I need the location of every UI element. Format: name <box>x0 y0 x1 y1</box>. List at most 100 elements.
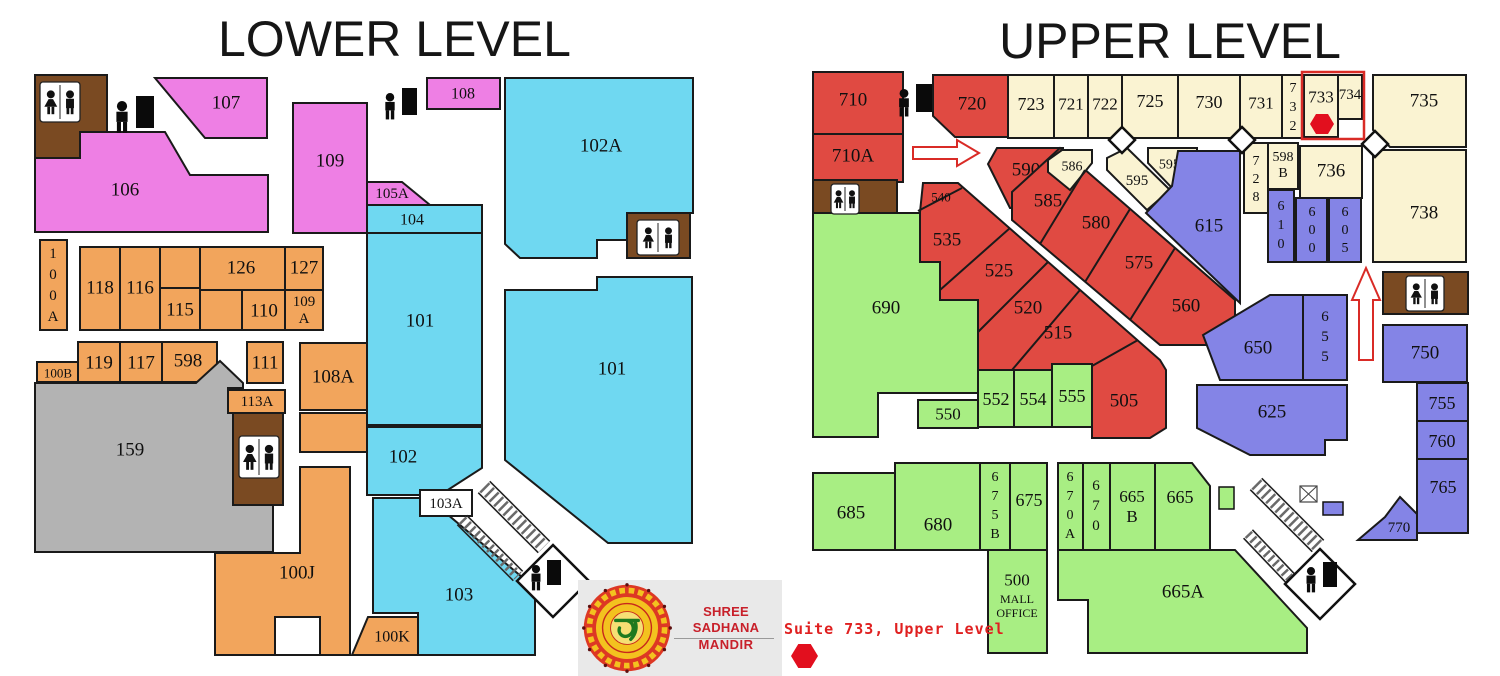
person-head <box>385 93 395 102</box>
elevator-icon <box>1299 485 1318 503</box>
figure-dress <box>642 234 654 242</box>
suite-109 <box>292 102 368 234</box>
escalator-rail <box>456 524 514 582</box>
figure-leg <box>1413 297 1416 305</box>
suite-label-555: 555 <box>1059 386 1086 406</box>
lower-level-title: LOWER LEVEL <box>218 11 571 67</box>
figure-dress <box>243 453 257 463</box>
suite-733-marker-icon <box>1310 114 1334 134</box>
suite-label-107: 107 <box>212 93 241 114</box>
corridor-diamond <box>1283 547 1357 621</box>
suite-label-101: 101 <box>406 311 435 332</box>
suite-label-731: 731 <box>1248 94 1274 113</box>
suite-104 <box>366 204 483 234</box>
elevator-cross <box>1299 485 1318 503</box>
person-body <box>531 573 541 582</box>
suite-label-113A: 113A <box>241 394 274 410</box>
person-leg <box>899 107 904 117</box>
person-leg <box>385 110 390 120</box>
suite-610 <box>1267 189 1295 263</box>
suite-680 <box>894 462 981 551</box>
suite-665B <box>1109 462 1156 551</box>
person-head <box>116 101 128 112</box>
suite-108 <box>426 77 501 110</box>
figure-head <box>264 444 274 454</box>
figure-body <box>849 196 855 204</box>
logo-line2: MANDIR <box>698 636 754 652</box>
suite-label-750: 750 <box>1411 343 1440 364</box>
exit-icon <box>116 96 154 133</box>
suite-label-100J: 100J <box>279 563 315 584</box>
suite-label-100K: 100K <box>374 629 410 646</box>
suite-723 <box>1007 74 1055 139</box>
restroom-sign-icon <box>636 219 680 256</box>
room-divider <box>1011 289 1081 371</box>
person-body <box>1306 575 1316 584</box>
suite-760 <box>1416 420 1469 460</box>
suite-115 <box>159 287 201 331</box>
escalator-rail <box>489 480 551 542</box>
suite-label-100B: 100B <box>44 366 73 381</box>
figure-leg <box>852 202 855 209</box>
person-leg <box>1306 583 1311 593</box>
suite-100A <box>39 239 68 331</box>
suite-label-650: 650 <box>1244 338 1273 359</box>
suite-label-625: 625 <box>1258 402 1287 423</box>
suite-label-101R: 101 <box>598 359 627 380</box>
suite-label-525: 525 <box>985 261 1014 282</box>
figure-leg <box>47 106 51 115</box>
figure-head <box>46 90 55 99</box>
suite-label-MALL: MALL <box>1000 592 1034 606</box>
suite-u3 <box>299 412 368 453</box>
figure-leg <box>265 462 269 470</box>
suite-665A <box>1057 549 1308 654</box>
suite-label-675: 675 <box>1016 490 1043 510</box>
suite-label-722: 722 <box>1092 95 1118 114</box>
suite-label-723: 723 <box>1018 94 1045 114</box>
suite-725 <box>1121 74 1179 139</box>
suite-728 <box>1243 142 1269 214</box>
escalator-rail <box>1249 489 1313 553</box>
suite-label-598: 598 <box>174 351 203 372</box>
suite-label-118: 118 <box>86 278 114 299</box>
exit-door <box>547 560 561 585</box>
suite-label-102A: 102A <box>580 136 623 157</box>
suite-750 <box>1382 324 1468 383</box>
exit-door <box>402 88 417 115</box>
figure-leg <box>849 202 852 209</box>
suite-117 <box>119 341 163 383</box>
kiosk-box <box>1218 486 1235 510</box>
person-leg <box>123 121 128 133</box>
escalator-rail <box>1251 529 1295 575</box>
exit-door <box>916 84 932 112</box>
room-divider <box>1091 339 1139 367</box>
suite-765 <box>1416 458 1469 534</box>
exit-door <box>1323 562 1337 587</box>
suite-label-505: 505 <box>1110 391 1139 412</box>
figure-leg <box>269 462 273 470</box>
figure-leg <box>645 241 648 249</box>
suite-label-500: 500 <box>1004 571 1030 590</box>
person-leg <box>116 121 121 133</box>
suite-label-680: 680 <box>924 515 953 536</box>
suite-label-575: 575 <box>1125 253 1154 274</box>
suite-label-580: 580 <box>1082 213 1111 234</box>
suite-label-104: 104 <box>400 212 424 229</box>
exit-icon <box>531 560 561 591</box>
figure-body <box>1431 290 1438 299</box>
suite-label-520: 520 <box>1014 298 1043 319</box>
figure-leg <box>250 462 254 470</box>
suite-label-515: 515 <box>1044 323 1073 344</box>
suite-103Abox <box>419 489 473 517</box>
suite-685 <box>812 472 896 551</box>
